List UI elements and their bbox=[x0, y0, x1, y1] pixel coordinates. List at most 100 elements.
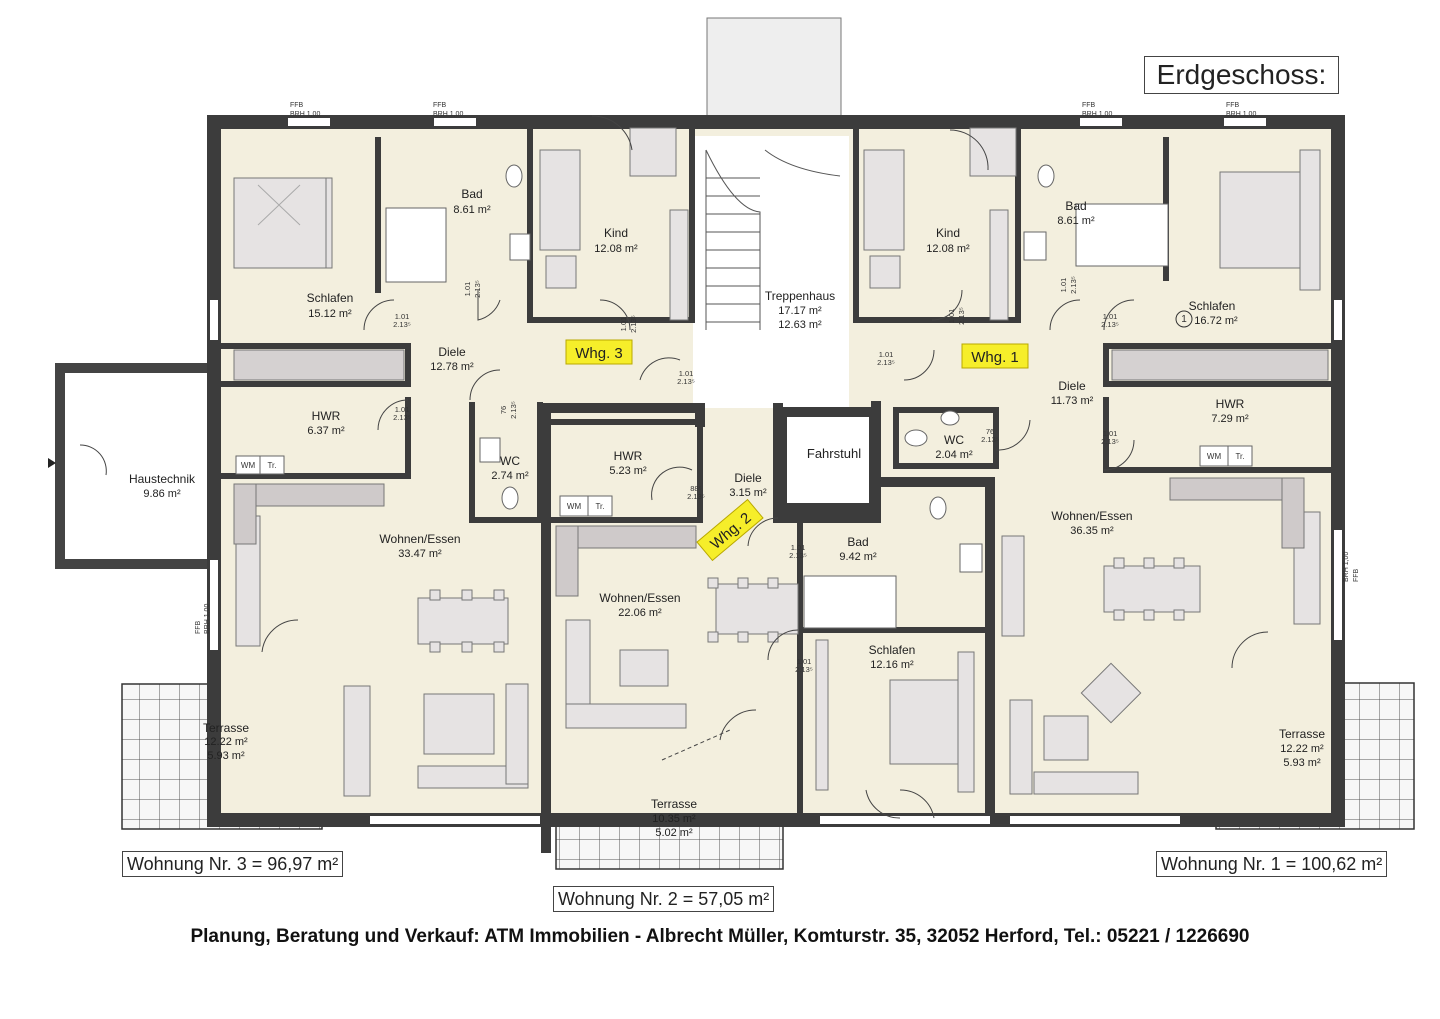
washer-label: WM bbox=[567, 502, 582, 511]
room-area: 7.29 m² bbox=[1211, 413, 1249, 425]
room-area: 12.22 m² bbox=[204, 736, 248, 748]
room-name: WC bbox=[500, 454, 520, 468]
appliances bbox=[235, 445, 1253, 517]
stairwell bbox=[693, 136, 849, 408]
room-name: Terrasse bbox=[651, 797, 697, 811]
room-area: 10.35 m² bbox=[652, 813, 696, 825]
brh-note: BRH 1,00 bbox=[1082, 111, 1112, 118]
ffb-note: FFB bbox=[195, 620, 202, 634]
stairs bbox=[705, 149, 841, 330]
door-height: 2.13⁵ bbox=[677, 377, 695, 386]
door-width: 1.01 bbox=[791, 543, 806, 552]
room-name: Kind bbox=[936, 226, 960, 240]
room-name: Diele bbox=[734, 471, 762, 485]
door-height: 2.13⁵ bbox=[1101, 437, 1119, 446]
room-marker-circle bbox=[1175, 310, 1193, 328]
door-width: 1.01 bbox=[1103, 312, 1118, 321]
room-name: Treppenhaus bbox=[765, 289, 835, 303]
wc-door-width: 76 bbox=[986, 427, 994, 436]
room-name: Fahrstuhl bbox=[807, 446, 861, 461]
room-name: Schlafen bbox=[1189, 299, 1236, 313]
walls bbox=[219, 123, 1335, 853]
door-width: 1.01 bbox=[879, 350, 894, 359]
unit-tag-whg3: Whg. 3 bbox=[565, 339, 633, 365]
room-area: 12.78 m² bbox=[430, 361, 474, 373]
door-height: 2.13⁵ bbox=[1069, 276, 1078, 294]
door-width: 1.01 bbox=[797, 657, 812, 666]
footer-contact: Planung, Beratung und Verkauf: ATM Immob… bbox=[190, 926, 1250, 947]
room-area: 11.73 m² bbox=[1051, 395, 1094, 407]
wc-door-width: 76 bbox=[499, 406, 508, 414]
door-height: 2.13⁵ bbox=[393, 413, 411, 422]
dryer-label: Tr. bbox=[595, 502, 604, 511]
room-name: Schlafen bbox=[869, 643, 916, 657]
door-height: 2.13⁵ bbox=[981, 435, 999, 444]
room-area: 33.47 m² bbox=[398, 548, 442, 560]
door-width: 1.01 bbox=[1103, 429, 1118, 438]
room-name: Wohnen/Essen bbox=[1051, 509, 1132, 523]
dryer-label: Tr. bbox=[267, 461, 276, 470]
room-area: 2.74 m² bbox=[491, 470, 529, 482]
room-name: HWR bbox=[312, 409, 341, 423]
door-width: 1.01 bbox=[395, 405, 410, 414]
washer-label: WM bbox=[241, 461, 256, 470]
washer-label: WM bbox=[1207, 452, 1222, 461]
brh-note: BRH 1,00 bbox=[290, 111, 320, 118]
room-area-secondary: 5.02 m² bbox=[655, 827, 693, 839]
room-name: Diele bbox=[1058, 379, 1086, 393]
door-height: 2.13⁵ bbox=[393, 320, 411, 329]
room-area: 17.17 m² bbox=[778, 305, 822, 317]
room-area: 36.35 m² bbox=[1070, 525, 1114, 537]
door-height: 2.13⁵ bbox=[1101, 320, 1119, 329]
room-area: 2.04 m² bbox=[935, 449, 973, 461]
room-area: 12.22 m² bbox=[1280, 743, 1324, 755]
floor-title: Erdgeschoss: bbox=[1144, 56, 1339, 94]
ffb-note: FFB bbox=[433, 102, 447, 109]
room-name: HWR bbox=[1216, 397, 1245, 411]
door-height: 2.13⁵ bbox=[795, 665, 813, 674]
room-name: Bad bbox=[847, 535, 868, 549]
room-name: Terrasse bbox=[203, 721, 249, 735]
ffb-note: FFB bbox=[1226, 102, 1240, 109]
door-height: 2.13⁵ bbox=[957, 307, 966, 325]
room-area: 12.08 m² bbox=[594, 243, 638, 255]
door-width: 1.01 bbox=[463, 282, 472, 297]
room-area: 15.12 m² bbox=[308, 308, 352, 320]
room-area: 9.86 m² bbox=[143, 488, 181, 500]
room-area: 12.08 m² bbox=[926, 243, 970, 255]
furniture bbox=[233, 127, 1329, 797]
unit-tag-label: Whg. 3 bbox=[575, 345, 623, 362]
room-area: 8.61 m² bbox=[1057, 215, 1095, 227]
door-height: 2.13⁵ bbox=[687, 492, 705, 501]
brh-note: BRH 1,00 bbox=[204, 604, 211, 634]
room-area: 3.15 m² bbox=[729, 487, 767, 499]
room-name: HWR bbox=[614, 449, 643, 463]
door-width: 1.01 bbox=[947, 309, 956, 324]
unit-total-2: Wohnung Nr. 2 = 57,05 m² bbox=[553, 886, 775, 912]
door-height: 2.13⁵ bbox=[629, 315, 638, 333]
room-name: WC bbox=[944, 433, 964, 447]
room-name: Diele bbox=[438, 345, 466, 359]
room-name: Wohnen/Essen bbox=[599, 591, 680, 605]
room-name: Terrasse bbox=[1279, 727, 1325, 741]
kitchens bbox=[233, 477, 1305, 597]
room-area-secondary: 5.93 m² bbox=[207, 750, 245, 762]
door-width: 88⁵ bbox=[690, 484, 701, 493]
dryer-label: Tr. bbox=[1235, 452, 1244, 461]
room-area: 12.16 m² bbox=[870, 659, 914, 671]
room-area-secondary: 12.63 m² bbox=[778, 319, 822, 331]
brh-note: BRH 1,00 bbox=[433, 111, 463, 118]
door-height: 2.13⁵ bbox=[789, 551, 807, 560]
doors bbox=[79, 115, 1269, 819]
door-width: 1.01 bbox=[619, 317, 628, 332]
door-width: 1.01 bbox=[1059, 278, 1068, 293]
room-name: Bad bbox=[461, 187, 482, 201]
door-dimensions: 1.01 2.13⁵ 1.01 2.13⁵ 1.01 2.13⁵ 88⁵ 2.1… bbox=[393, 276, 1119, 674]
annex-entry-arrow-icon bbox=[48, 458, 56, 468]
ffb-note: FFB bbox=[290, 102, 304, 109]
room-area: 5.23 m² bbox=[609, 465, 647, 477]
unit-total-1: Wohnung Nr. 1 = 100,62 m² bbox=[1156, 851, 1388, 877]
ffb-note: FFB bbox=[1082, 102, 1096, 109]
door-width: 1.01 bbox=[395, 312, 410, 321]
